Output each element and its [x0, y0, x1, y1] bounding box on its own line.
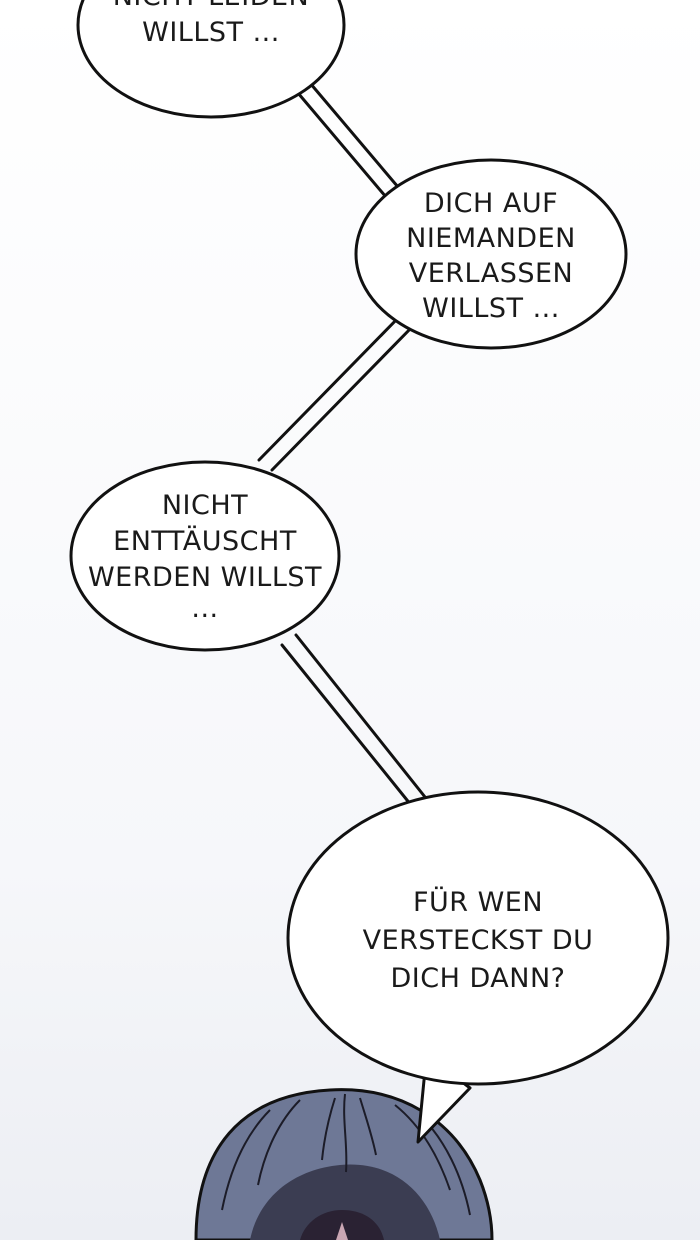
speech-bubble-4: FÜR WEN VERSTECKST DU DICH DANN? [286, 790, 670, 1144]
bubble-1-line-2: WILLST ... [142, 17, 280, 48]
bubble-3-line-3: WERDEN WILLST [88, 562, 322, 593]
bubble-2-line-2: NIEMANDEN [406, 223, 576, 254]
bubble-4-line-3: DICH DANN? [390, 963, 565, 994]
bubble-3-line-4: ... [191, 593, 218, 624]
bubble-2-line-1: DICH AUF [424, 188, 558, 219]
bubble-3-line-1: NICHT [162, 490, 248, 521]
bubble-2-line-4: WILLST ... [422, 293, 560, 324]
bubble-connectors [257, 81, 427, 807]
bubble-4-line-1: FÜR WEN [413, 886, 543, 918]
bubble-1-line-1: NICHT LEIDEN [113, 0, 310, 12]
speech-bubble-1: NICHT LEIDEN WILLST ... [76, 0, 346, 119]
bubble-2-line-3: VERLASSEN [409, 258, 573, 289]
speech-bubble-2: DICH AUF NIEMANDEN VERLASSEN WILLST ... [354, 158, 628, 350]
bubble-3-line-2: ENTTÄUSCHT [113, 525, 297, 557]
bubble-4-line-2: VERSTECKST DU [363, 925, 594, 956]
speech-bubble-3: NICHT ENTTÄUSCHT WERDEN WILLST ... [69, 460, 341, 652]
